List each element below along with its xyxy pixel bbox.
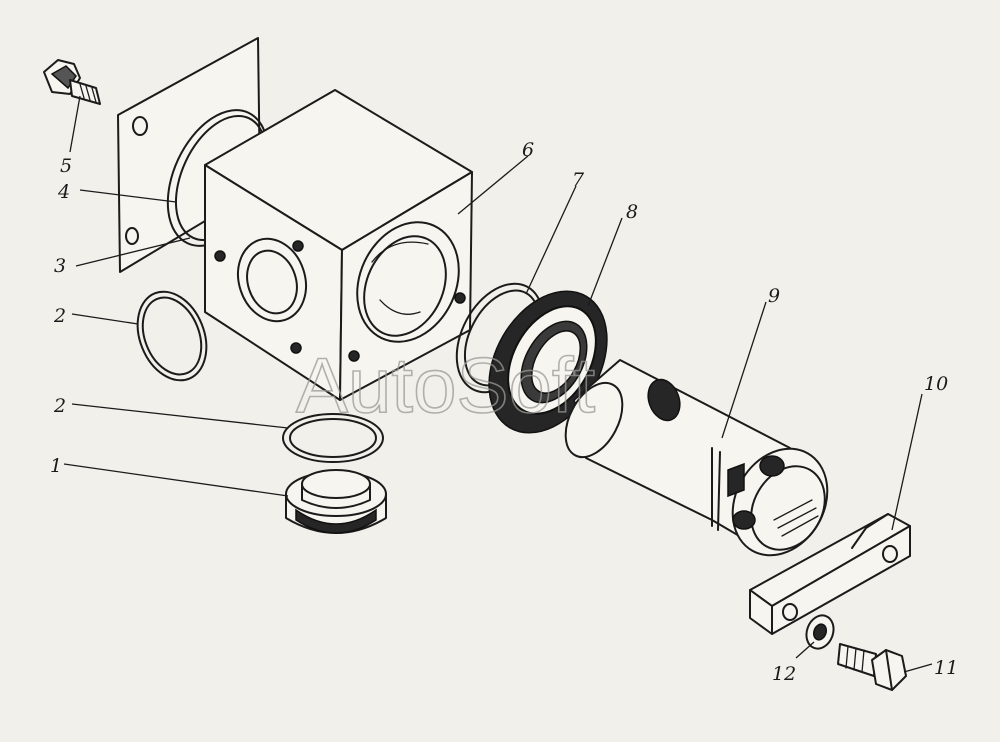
part-9-plunger-shaft xyxy=(564,359,829,557)
label-7: 7 xyxy=(572,169,585,191)
label-9: 9 xyxy=(768,285,780,307)
label-10: 10 xyxy=(924,373,948,395)
part-12-washer xyxy=(805,614,835,650)
label-1: 1 xyxy=(50,455,62,477)
label-3: 3 xyxy=(54,255,66,277)
label-4: 4 xyxy=(57,181,70,203)
part-1-plug xyxy=(285,469,387,534)
watermark-text: AutoSoft xyxy=(296,341,596,429)
part-labels: 5 4 3 2 2 1 6 7 8 9 10 11 12 xyxy=(50,139,958,685)
label-2-upper: 2 xyxy=(53,305,66,327)
leader-lines xyxy=(63,95,933,673)
label-5: 5 xyxy=(60,155,72,177)
part-10-locking-bar xyxy=(749,513,911,635)
label-11: 11 xyxy=(934,657,958,679)
part-2-o-ring-left xyxy=(136,290,208,382)
label-2-lower: 2 xyxy=(53,395,66,417)
label-12: 12 xyxy=(772,663,796,685)
label-8: 8 xyxy=(626,201,638,223)
part-2-o-ring-bottom xyxy=(282,413,384,463)
label-6: 6 xyxy=(522,139,534,161)
part-11-bolt xyxy=(837,643,907,691)
part-6-housing-block xyxy=(204,89,473,401)
part-5-bolt xyxy=(43,59,101,105)
